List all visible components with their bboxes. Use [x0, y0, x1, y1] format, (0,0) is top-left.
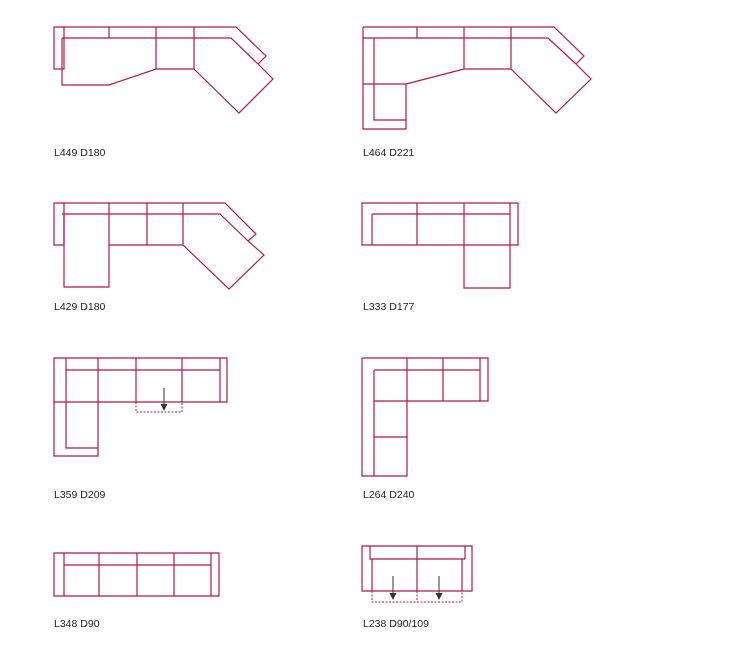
sofa-diagram-l464-d221: L464 D221: [362, 26, 592, 159]
config-label: L429 D180: [54, 301, 106, 313]
sofa-diagram-l348-d90: L348 D90: [53, 552, 220, 630]
sofa-diagram-l429-d180: L429 D180: [53, 202, 265, 313]
sofa-diagram-l333-d177: L333 D177: [361, 202, 519, 313]
sofa-diagram-l238-d90-109: L238 D90/109: [361, 545, 473, 630]
config-label: L464 D221: [363, 147, 415, 159]
sofa-diagram-l449-d180: L449 D180: [53, 26, 274, 159]
config-label: L238 D90/109: [363, 618, 429, 630]
sofa-diagram-l264-d240: L264 D240: [361, 357, 489, 501]
config-label: L359 D209: [54, 489, 106, 501]
config-label: L333 D177: [363, 301, 415, 313]
config-label: L449 D180: [54, 147, 106, 159]
config-label: L264 D240: [363, 489, 415, 501]
config-label: L348 D90: [54, 618, 100, 630]
sofa-diagram-l359-d209: L359 D209: [53, 357, 228, 501]
